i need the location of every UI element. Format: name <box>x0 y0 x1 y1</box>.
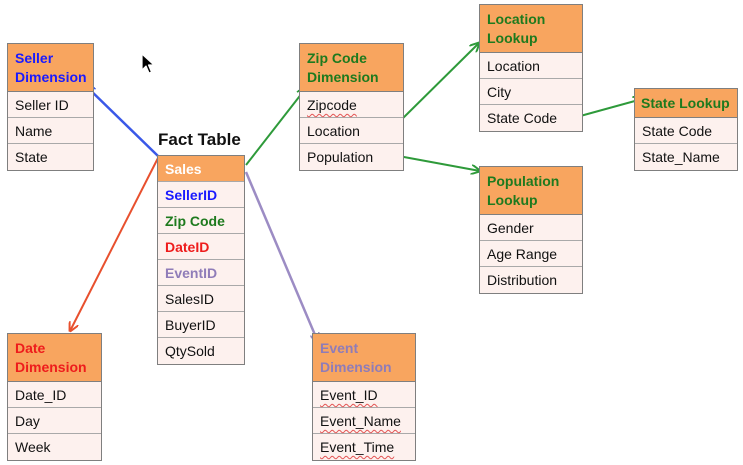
zip-code-dimension-field: Population <box>300 144 403 170</box>
location-lookup-field: City <box>480 79 582 105</box>
location-lookup-title: Location Lookup <box>480 5 582 53</box>
state-lookup-title: State Lookup <box>635 89 737 118</box>
event-dimension-table: Event Dimension Event_ID Event_Name Even… <box>312 333 416 461</box>
arrow-fact-to-event <box>244 171 318 342</box>
event-dimension-field-text: Event_Name <box>320 413 401 429</box>
zip-code-dimension-field: Zipcode <box>300 92 403 118</box>
arrow-fact-to-seller <box>86 86 159 157</box>
fact-table-field-eventid: EventID <box>158 260 244 286</box>
population-lookup-field: Distribution <box>480 267 582 293</box>
fact-table-title: Fact Table <box>158 130 241 149</box>
event-dimension-field: Event_ID <box>313 382 415 408</box>
zip-code-dimension-field-text: Zipcode <box>307 97 357 113</box>
arrow-fact-to-date <box>70 157 159 331</box>
fact-table-field: SalesID <box>158 286 244 312</box>
location-lookup-field: State Code <box>480 105 582 131</box>
fact-table-field: BuyerID <box>158 312 244 338</box>
seller-dimension-field: State <box>8 144 93 170</box>
date-dimension-field: Day <box>8 408 101 434</box>
date-dimension-field: Week <box>8 434 101 460</box>
fact-table-field-sales: Sales <box>158 156 244 182</box>
fact-table-field-dateid: DateID <box>158 234 244 260</box>
event-dimension-field: Event_Name <box>313 408 415 434</box>
seller-dimension-field: Name <box>8 118 93 144</box>
date-dimension-title: Date Dimension <box>8 334 101 382</box>
zip-code-dimension-field: Location <box>300 118 403 144</box>
zip-code-dimension-title: Zip Code Dimension <box>300 44 403 92</box>
zip-code-dimension-table: Zip Code Dimension Zipcode Location Popu… <box>299 43 404 171</box>
mouse-pointer-icon <box>141 53 155 74</box>
population-lookup-table: Population Lookup Gender Age Range Distr… <box>479 166 583 294</box>
arrow-zip-to-population-lookup <box>392 154 480 171</box>
fact-table-field-sellerid: SellerID <box>158 182 244 208</box>
location-lookup-field: Location <box>480 53 582 79</box>
population-lookup-field: Age Range <box>480 241 582 267</box>
seller-dimension-title: Seller Dimension <box>8 44 93 92</box>
event-dimension-field-text: Event_Time <box>320 439 395 455</box>
date-dimension-table: Date Dimension Date_ID Day Week <box>7 333 102 461</box>
seller-dimension-table: Seller Dimension Seller ID Name State <box>7 43 94 171</box>
arrow-zip-to-location-lookup <box>392 43 479 129</box>
fact-table-field: QtySold <box>158 338 244 364</box>
seller-dimension-field: Seller ID <box>8 92 93 118</box>
event-dimension-title: Event Dimension <box>313 334 415 382</box>
arrow-location-to-state-lookup <box>572 99 642 119</box>
event-dimension-field-text: Event_ID <box>320 387 378 403</box>
date-dimension-field: Date_ID <box>8 382 101 408</box>
population-lookup-title: Population Lookup <box>480 167 582 215</box>
state-lookup-field: State_Name <box>635 144 737 170</box>
fact-table: Sales SellerID Zip Code DateID EventID S… <box>157 155 245 365</box>
location-lookup-table: Location Lookup Location City State Code <box>479 4 583 132</box>
arrow-fact-to-zip <box>245 88 306 166</box>
state-lookup-table: State Lookup State Code State_Name <box>634 88 738 171</box>
state-lookup-field: State Code <box>635 118 737 144</box>
population-lookup-field: Gender <box>480 215 582 241</box>
event-dimension-field: Event_Time <box>313 434 415 460</box>
fact-table-field-zipcode: Zip Code <box>158 208 244 234</box>
